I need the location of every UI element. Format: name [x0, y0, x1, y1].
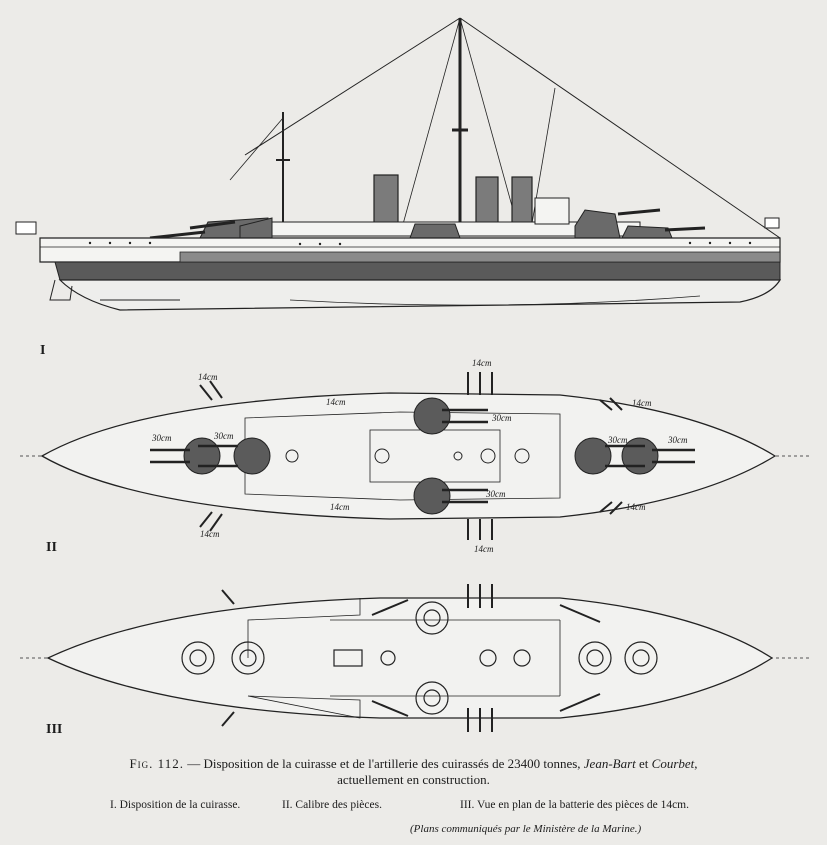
ship-name-jean-bart: Jean-Bart [583, 756, 636, 771]
battery-plan-view [20, 584, 810, 732]
calibre-label-14: 14cm [326, 397, 346, 407]
view-label-i: I [40, 343, 46, 358]
calibre-label-14: 14cm [330, 502, 350, 512]
legend-item-1: I. Disposition de la cuirasse. [110, 799, 241, 811]
figure-number: Fig. 112. [129, 756, 184, 771]
calibre-label-30: 30cm [491, 413, 512, 423]
calibre-label-30: 30cm [213, 431, 234, 441]
ship-name-courbet: Courbet [651, 756, 695, 771]
caption-line-2: actuellement en construction. [337, 772, 490, 787]
figure-caption: Fig. 112. — Disposition de la cuirasse e… [0, 756, 827, 788]
calibre-label-14: 14cm [472, 358, 492, 368]
calibre-label-14: 14cm [626, 502, 646, 512]
calibre-label-30: 30cm [607, 435, 628, 445]
battleship-plans-figure: 14cm 14cm 14cm 14cm 30cm 30cm 30cm 30cm … [15, 17, 810, 732]
caption-and: et [635, 756, 652, 771]
calibre-plan-view: 14cm 14cm 14cm 14cm 30cm 30cm 30cm 30cm … [20, 358, 810, 554]
legend-item-2: II. Calibre des pièces. [282, 799, 382, 811]
calibre-label-14: 14cm [474, 544, 494, 554]
plans-credit: (Plans communiqués par le Ministère de l… [410, 823, 642, 835]
calibre-label-30: 30cm [485, 489, 506, 499]
legend-item-3: III. Vue en plan de la batterie des pièc… [460, 799, 690, 811]
side-elevation-view [15, 17, 782, 311]
caption-dash: — [183, 756, 204, 771]
calibre-label-14: 14cm [200, 529, 220, 539]
calibre-label-30: 30cm [151, 433, 172, 443]
view-label-iii: III [46, 722, 63, 737]
calibre-label-14: 14cm [198, 372, 218, 382]
view-label-ii: II [46, 540, 57, 555]
caption-text-b: , [694, 756, 698, 771]
calibre-label-30: 30cm [667, 435, 688, 445]
caption-text-a: Disposition de la cuirasse et de l'artil… [203, 756, 584, 771]
calibre-label-14: 14cm [632, 398, 652, 408]
